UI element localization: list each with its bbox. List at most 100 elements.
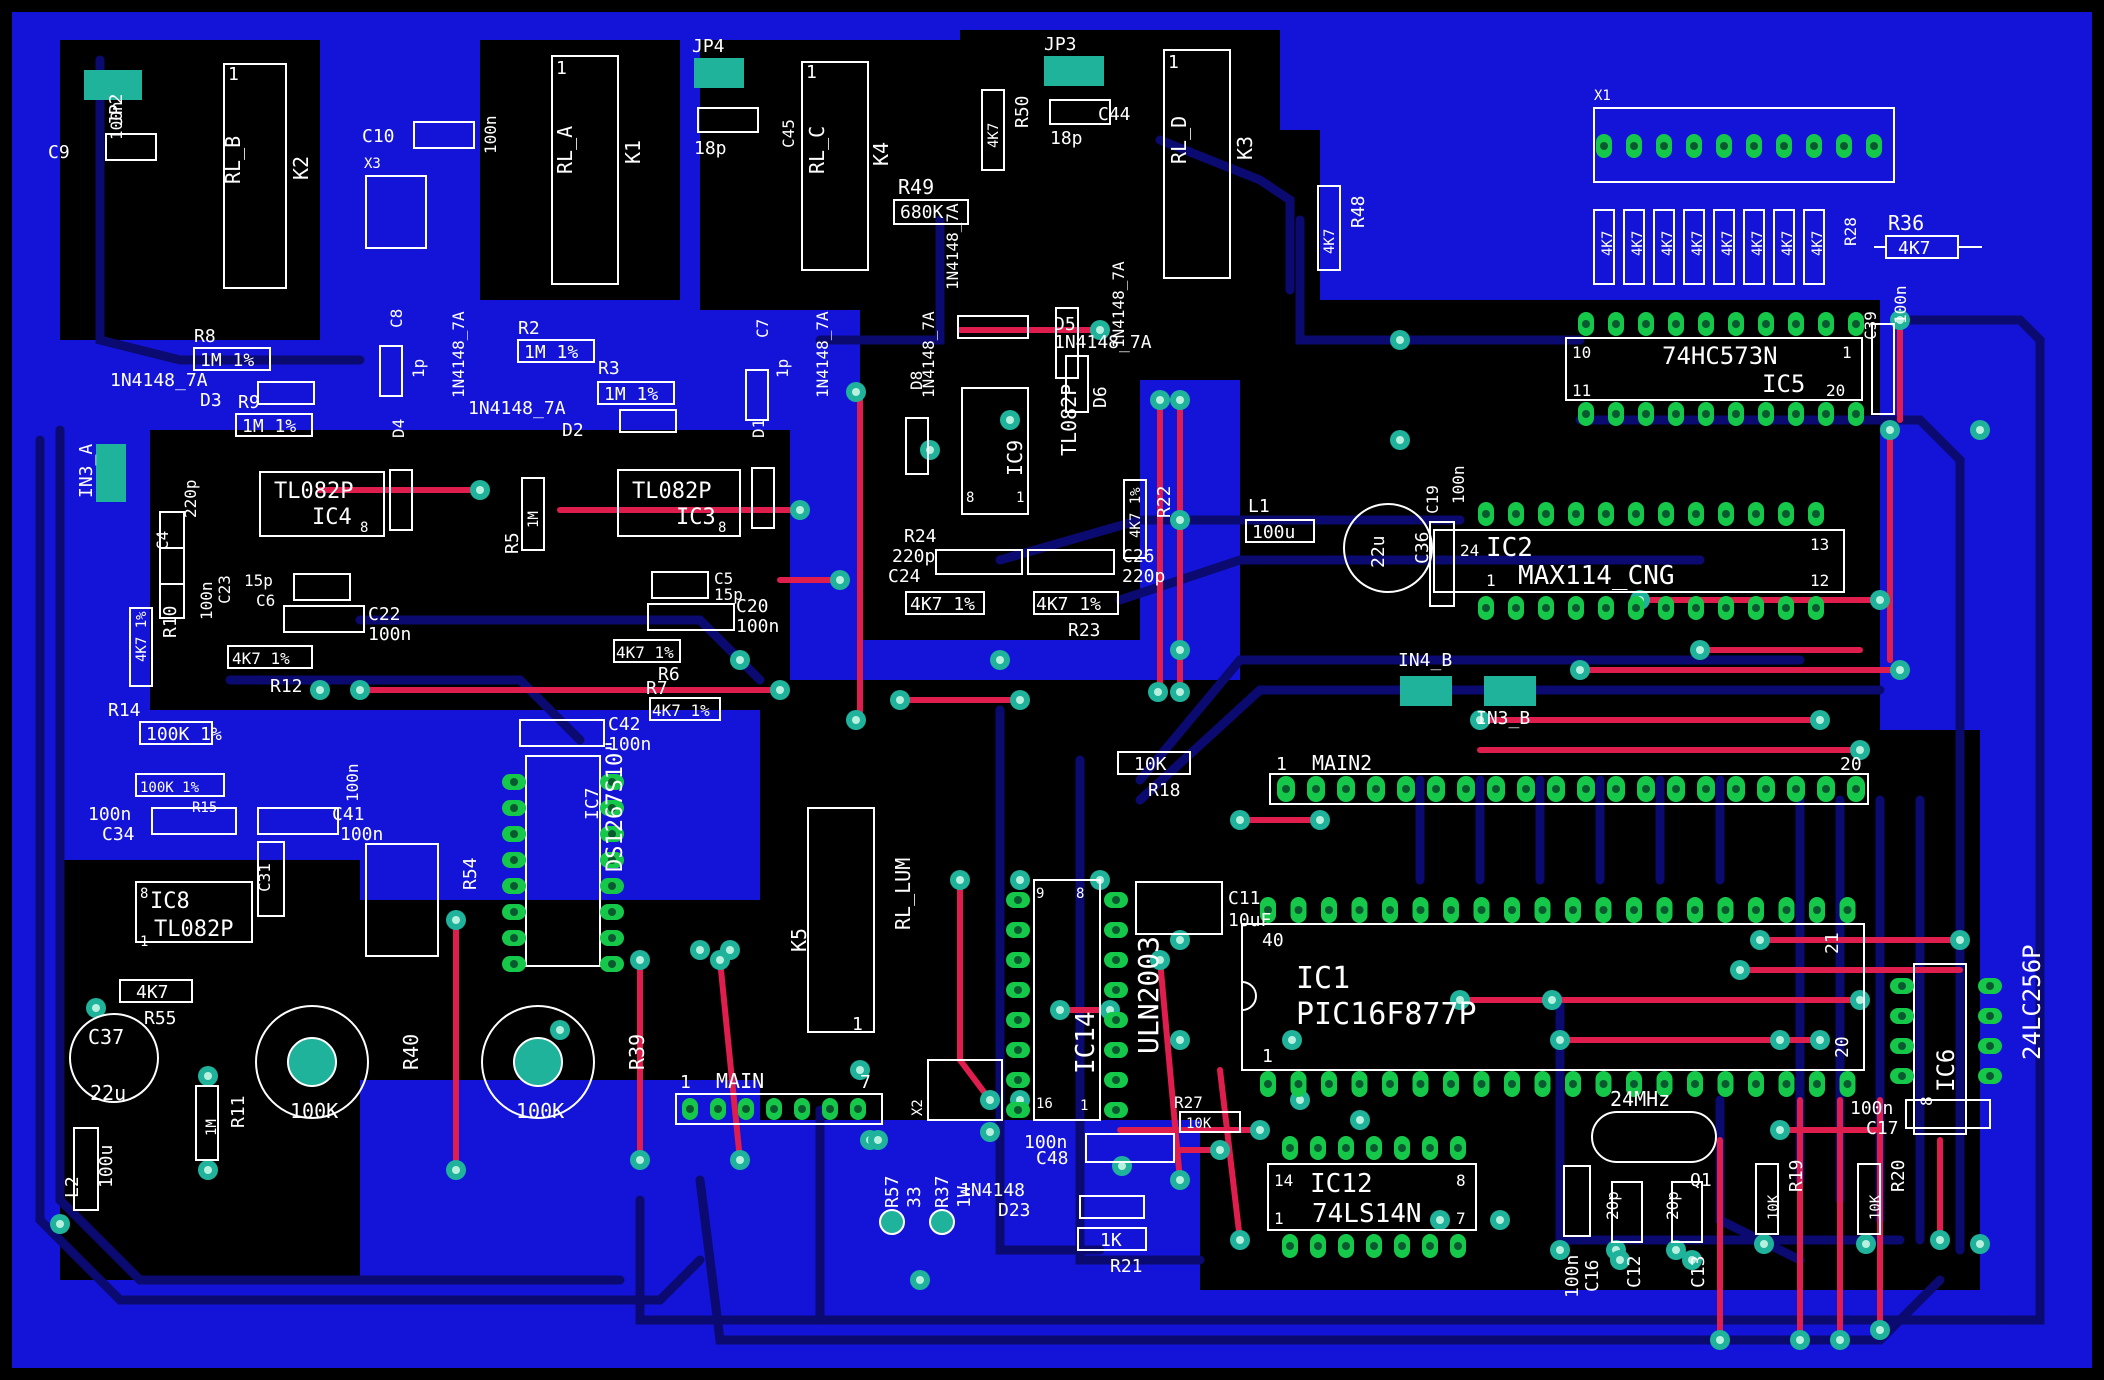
r9-footprint[interactable]: 1M 1% R9 — [235, 392, 313, 437]
c17-footprint[interactable]: 100n C17 — [1850, 1098, 1991, 1139]
x2-connector[interactable]: X2 — [910, 1059, 1003, 1121]
r24-footprint[interactable]: 4K7 1% R24 — [904, 526, 985, 615]
d6-footprint[interactable]: D6 1N4148_7A — [1054, 332, 1152, 413]
r18-footprint[interactable]: 10K R18 — [1117, 751, 1191, 801]
c31-footprint[interactable]: C31 100n — [255, 763, 362, 917]
x1-connector[interactable]: X1 — [1593, 88, 1895, 183]
c37-footprint[interactable]: C37 22u — [69, 1013, 159, 1105]
c36-footprint[interactable]: 22u C36 — [1343, 503, 1433, 593]
c22-footprint[interactable]: C22 100n — [283, 604, 411, 645]
r3-footprint[interactable]: 1M 1% R3 — [597, 358, 675, 405]
d3-footprint[interactable]: 1N4148_7A D3 — [110, 370, 315, 411]
ic1-footprint[interactable]: IC1 PIC16F877P 40 1 21 20 — [1241, 897, 1865, 1097]
r55-footprint[interactable]: 4K7 R55 — [119, 979, 193, 1029]
r10-footprint[interactable]: 4K7 1% R10 — [129, 605, 181, 687]
via-drill — [556, 1026, 564, 1034]
c7-footprint[interactable]: C7 1p — [745, 319, 792, 421]
ic5-footprint[interactable]: 74HC573N IC5 10 11 1 20 — [1565, 312, 1864, 426]
r50-footprint[interactable]: 4K7 R50 — [981, 89, 1033, 171]
l2-footprint[interactable]: L2 100u — [62, 1127, 117, 1211]
c11-footprint[interactable]: C11 10uF — [1135, 881, 1271, 935]
r7-footprint[interactable]: 4K7 1% R7 — [646, 678, 721, 721]
d2-footprint[interactable]: 1N4148_7A D2 — [468, 398, 677, 441]
relay-k4[interactable]: 1 RL_C K4 — [801, 61, 893, 271]
relay-k3[interactable]: 1 RL_D K3 — [1163, 49, 1257, 279]
r11-footprint[interactable]: 1M R11 — [195, 1085, 249, 1161]
r57-footprint[interactable]: R57 33 — [879, 1175, 925, 1235]
ic7-footprint[interactable]: DS1267S10" IC7 — [502, 740, 628, 972]
r15-footprint[interactable]: 100K 1% R15 — [135, 773, 225, 816]
main2-header[interactable]: MAIN2 1 20 — [1269, 751, 1869, 805]
c20-footprint[interactable]: C20 100n — [647, 596, 779, 637]
ic14-pin9: 9 — [1036, 886, 1044, 902]
l1-footprint[interactable]: L1 100u — [1245, 496, 1315, 543]
d4-footprint[interactable]: D4 1N4148_7A — [389, 311, 468, 531]
ic2-footprint[interactable]: IC2 MAX114_CNG 24 1 13 12 — [1433, 502, 1845, 620]
main-header[interactable]: MAIN 1 7 — [675, 1069, 883, 1125]
r14-footprint[interactable]: 100K 1% R14 — [108, 700, 222, 745]
trimmer-r39[interactable]: 100K R39 — [481, 1005, 649, 1123]
in3a-jumper[interactable]: IN3_A — [76, 444, 126, 502]
r48-footprint[interactable]: 4K7 R48 — [1317, 185, 1369, 271]
r54-footprint[interactable]: R54 — [365, 843, 481, 957]
x3-connector[interactable]: X3 — [364, 156, 427, 249]
c41-footprint[interactable]: C41 100n — [257, 804, 383, 845]
ic9-value: TL082P — [1057, 384, 1081, 456]
c44-footprint[interactable]: 18p C44 — [1049, 99, 1131, 149]
r5-footprint[interactable]: 1M R5 — [502, 477, 545, 554]
c8-footprint[interactable]: C8 1p — [379, 309, 428, 397]
c23-footprint[interactable]: 100n C23 — [159, 547, 234, 620]
jp4-jumper[interactable]: JP4 — [692, 36, 744, 88]
d5-footprint[interactable]: D5 1N4148_7A — [1054, 261, 1128, 379]
ic3-footprint[interactable]: TL082P IC3 8 — [617, 469, 741, 537]
ic12-footprint[interactable]: IC12 74LS14N 14 1 8 7 — [1267, 1136, 1477, 1258]
r12-footprint[interactable]: 4K7 1% R12 — [227, 645, 313, 697]
ic8-footprint[interactable]: IC8 TL082P 8 1 — [135, 881, 253, 950]
ic4-footprint[interactable]: TL082P IC4 8 — [259, 471, 385, 537]
c16-footprint[interactable]: 100n C16 — [1562, 1165, 1603, 1298]
ic9-footprint[interactable]: IC9 TL082P 8 1 — [961, 384, 1081, 515]
d1-footprint[interactable]: D1 1N4148_7A — [749, 311, 832, 529]
r36-footprint[interactable]: R36 4K7 — [1874, 211, 1982, 259]
r23-footprint[interactable]: 4K7 1% R23 — [1033, 591, 1119, 641]
in4b-jumper[interactable]: IN4_B — [1398, 650, 1452, 706]
r8-footprint[interactable]: 1M 1% R8 — [193, 326, 271, 371]
r22-footprint[interactable]: 4K7 1% R22 — [1123, 479, 1175, 559]
c9-footprint[interactable]: C9 100n — [48, 101, 157, 163]
d7-footprint[interactable]: 1N4148_7A — [905, 311, 938, 475]
ic14-footprint[interactable]: IC14 ULN2003 9 8 16 1 — [1006, 879, 1165, 1121]
c45-footprint[interactable]: 18p C45 — [694, 107, 798, 159]
c39-footprint[interactable]: C39 100n — [1861, 285, 1910, 415]
c48-footprint[interactable]: 100n C48 — [1024, 1132, 1175, 1169]
c19-footprint[interactable]: C19 100n — [1423, 465, 1468, 607]
r27-footprint[interactable]: R27 10K — [1174, 1093, 1241, 1133]
in3b-jumper[interactable]: IN3_B — [1476, 676, 1536, 729]
r37-footprint[interactable]: R37 1W — [929, 1175, 975, 1235]
c10-footprint[interactable]: C10 100n — [362, 115, 500, 154]
c12-footprint[interactable]: 20p C12 — [1603, 1181, 1645, 1288]
ic5-ref: IC5 — [1762, 370, 1805, 398]
jp3-jumper[interactable]: JP3 — [1044, 34, 1104, 86]
pad-drill — [1630, 142, 1638, 150]
r20-footprint[interactable]: 10K R20 — [1857, 1159, 1909, 1235]
r49-footprint[interactable]: 680K R49 — [893, 175, 969, 225]
c34-footprint[interactable]: 100n C34 — [88, 804, 237, 845]
c6-footprint[interactable]: 15p C6 — [244, 571, 351, 610]
r21-footprint[interactable]: 1K R21 — [1077, 1227, 1147, 1277]
r6-footprint[interactable]: 4K7 1% R6 — [613, 639, 681, 685]
d23-footprint[interactable]: D23 1N4148 — [960, 1180, 1145, 1221]
relay-k5[interactable]: K5 RL_LUM 1 — [787, 807, 915, 1035]
c26-footprint[interactable]: C26 220p — [1027, 546, 1165, 587]
jp2-jumper[interactable]: JP2 — [84, 70, 142, 126]
r19-footprint[interactable]: 10K R19 — [1755, 1159, 1807, 1235]
ic6-footprint[interactable]: IC6 24LC256P 8 — [1890, 944, 2046, 1135]
c42-footprint[interactable]: C42 100n — [519, 714, 651, 755]
trimmer-r40[interactable]: 100K R40 — [255, 1005, 423, 1123]
relay-k1[interactable]: 1 RL_A K1 — [551, 55, 645, 285]
c5-footprint[interactable]: C5 15p — [651, 569, 743, 604]
c24-footprint[interactable]: 220p C24 — [888, 546, 1023, 587]
c13-footprint[interactable]: 20p C13 — [1663, 1181, 1709, 1288]
relay-k2[interactable]: 1 RL_B K2 — [221, 63, 313, 289]
r2-footprint[interactable]: 1M 1% R2 — [517, 318, 595, 363]
crystal-q1[interactable]: 24MHz Q1 — [1591, 1087, 1717, 1191]
